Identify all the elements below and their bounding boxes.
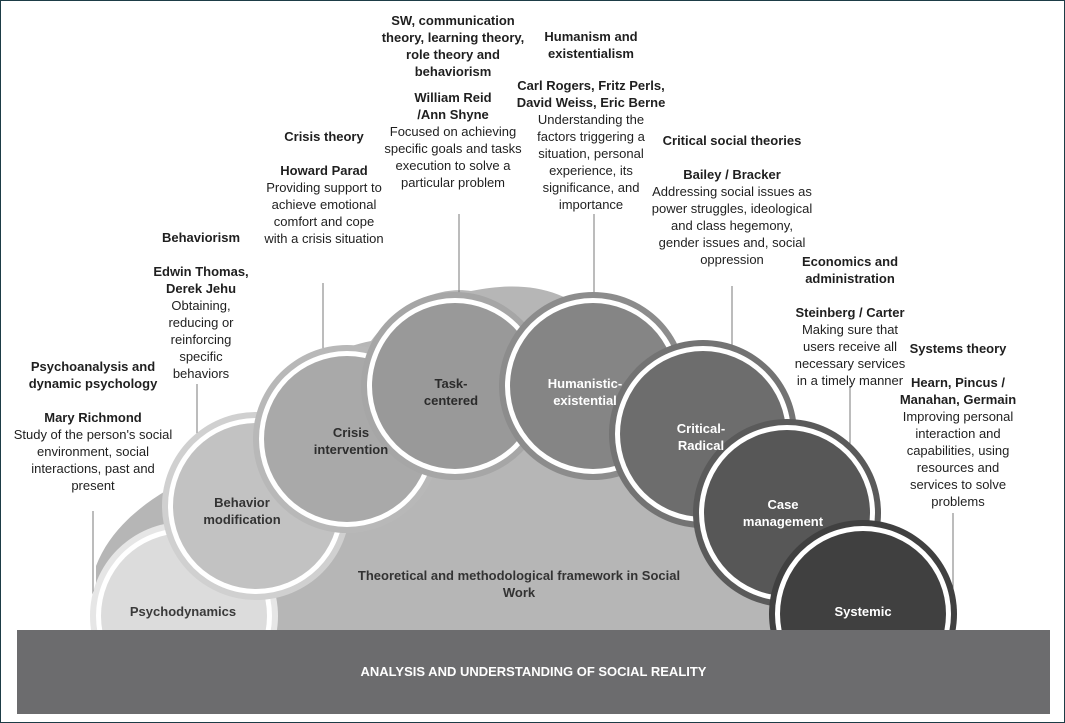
- theory-critical-radical: Critical social theories: [662, 133, 802, 148]
- description-systemic: Systems theory Hearn, Pincus / Manahan, …: [899, 340, 1017, 510]
- circle-label-case-management: Case management: [742, 497, 824, 529]
- theory-behavior-modification: Behaviorism: [161, 230, 241, 245]
- description-psychodynamics: Psychoanalysis and dynamic psychology Ma…: [13, 358, 173, 494]
- description-humanistic-existential: Humanism and existentialism Carl Rogers,…: [505, 28, 677, 213]
- base-label: ANALYSIS AND UNDERSTANDING OF SOCIAL REA…: [360, 664, 707, 679]
- description-case-management: Economics and administration Steinberg /…: [781, 253, 919, 389]
- circle-fill-task-centered: [372, 303, 538, 469]
- model-circle-task-centered: [361, 292, 549, 480]
- authors-task-centered: William Reid /Ann Shyne: [414, 90, 492, 122]
- text-critical-radical: Addressing social issues as power strugg…: [651, 184, 813, 267]
- circle-label-critical-radical: Critical-Radical: [676, 421, 726, 453]
- theory-case-management: Economics and administration: [801, 254, 899, 286]
- text-case-management: Making sure that users receive all neces…: [794, 322, 906, 388]
- theory-psychodynamics: Psychoanalysis and dynamic psychology: [28, 359, 158, 391]
- circle-label-crisis-intervention: Crisis intervention: [313, 425, 389, 457]
- framework-label: Theoretical and methodological framework…: [357, 568, 681, 600]
- authors-critical-radical: Bailey / Bracker: [683, 167, 781, 182]
- circle-label-psychodynamics: Psychodynamics: [129, 604, 237, 619]
- theory-systemic: Systems theory: [909, 341, 1007, 356]
- text-systemic: Improving personal interaction and capab…: [902, 409, 1014, 509]
- description-critical-radical: Critical social theories Bailey / Bracke…: [651, 132, 813, 268]
- base-bar: [17, 630, 1050, 714]
- description-behavior-modification: Behaviorism Edwin Thomas, Derek Jehu Obt…: [136, 229, 266, 382]
- authors-crisis-intervention: Howard Parad: [280, 163, 368, 178]
- authors-behavior-modification: Edwin Thomas, Derek Jehu: [153, 264, 249, 296]
- theory-task-centered: SW, communication theory, learning theor…: [381, 13, 525, 79]
- circle-label-behavior-modification: Behavior modification: [203, 495, 281, 527]
- theory-humanistic-existential: Humanism and existentialism: [544, 29, 638, 61]
- circle-label-task-centered: Task-centered: [423, 376, 479, 408]
- circle-label-systemic: Systemic: [834, 604, 892, 619]
- text-psychodynamics: Study of the person's social environment…: [13, 427, 173, 493]
- description-crisis-intervention: Crisis theory Howard Parad Providing sup…: [261, 128, 387, 247]
- authors-systemic: Hearn, Pincus / Manahan, Germain: [899, 375, 1017, 407]
- text-behavior-modification: Obtaining, reducing or reinforcing speci…: [168, 298, 234, 381]
- text-crisis-intervention: Providing support to achieve emotional c…: [264, 180, 384, 246]
- authors-humanistic-existential: Carl Rogers, Fritz Perls, David Weiss, E…: [516, 78, 666, 110]
- text-humanistic-existential: Understanding the factors triggering a s…: [537, 112, 645, 212]
- circle-label-humanistic-existential: Humanistic-existential: [547, 376, 623, 408]
- description-task-centered: SW, communication theory, learning theor…: [379, 12, 527, 191]
- text-task-centered: Focused on achieving specific goals and …: [384, 124, 522, 190]
- authors-psychodynamics: Mary Richmond: [44, 410, 142, 425]
- theory-crisis-intervention: Crisis theory: [284, 129, 364, 144]
- authors-case-management: Steinberg / Carter: [795, 305, 905, 320]
